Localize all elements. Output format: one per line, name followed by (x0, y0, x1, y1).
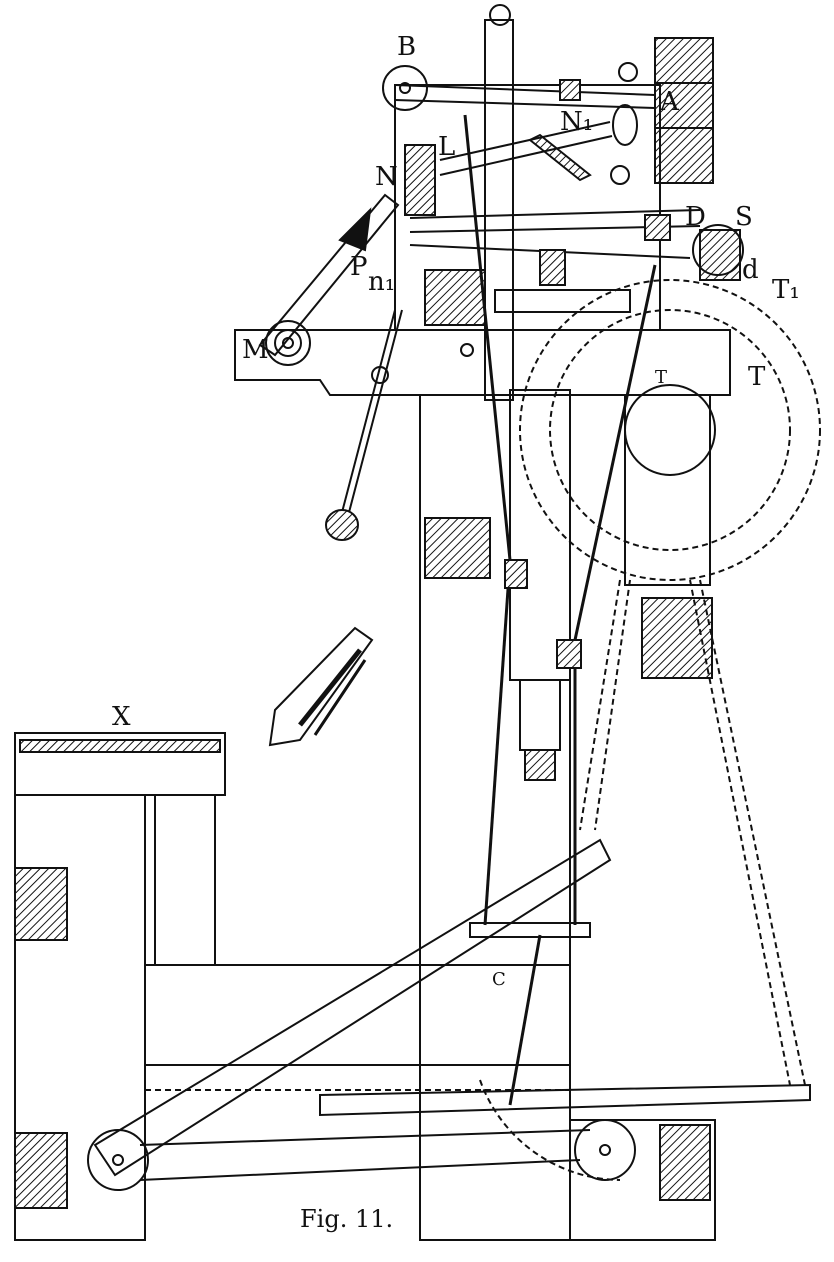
hatched-block-left-low (14, 1132, 68, 1209)
treadle-long (93, 838, 612, 1177)
machine-table (234, 329, 731, 396)
label-n1: n₁ (368, 267, 395, 297)
label-T1: T₁ (772, 275, 800, 305)
label-T-small: T (655, 367, 667, 388)
label-B: B (397, 32, 416, 62)
label-N1: N₁ (560, 107, 593, 137)
label-P: P (350, 252, 368, 282)
arm-P (258, 193, 400, 357)
gear-box (424, 269, 486, 326)
letter-labels: B A L N N₁ P M S D d n₁ T T₁ T X C (112, 32, 800, 990)
lower-crossbeam (144, 964, 571, 1066)
figure-caption: Fig. 11. (300, 1205, 394, 1233)
hatched-block-left-mid (14, 867, 68, 941)
spring-drum-M (265, 320, 311, 366)
weight-ball (325, 509, 359, 541)
label-X: X (112, 702, 131, 732)
hatched-block-right-mid (641, 597, 713, 679)
pulley-B (382, 65, 428, 111)
label-N: N (375, 162, 398, 192)
drum-T (624, 384, 716, 476)
right-column (654, 37, 741, 281)
label-A: A (659, 87, 680, 117)
label-d: d (742, 255, 759, 285)
label-M: M (242, 335, 269, 365)
hatched-block-right-low (659, 1124, 711, 1201)
central-rod-housing (484, 19, 514, 401)
lower-right-pulley (574, 1119, 636, 1181)
side-box (624, 394, 711, 586)
seat-cushion (19, 739, 221, 753)
label-T: T (748, 362, 766, 392)
label-L: L (438, 132, 455, 162)
label-D: D (685, 202, 706, 232)
cloth-sample (268, 626, 374, 747)
label-S: S (735, 202, 753, 232)
motion-paths (145, 279, 821, 1181)
seat-board (14, 732, 226, 796)
label-C: C (492, 969, 506, 990)
hatched-block-post (424, 517, 491, 579)
lever-arms (93, 114, 811, 1181)
treadle-short (319, 1083, 811, 1117)
base-frame (14, 394, 716, 1241)
bar-C (469, 922, 591, 938)
left-inner-post (154, 794, 216, 966)
spring (612, 104, 638, 146)
